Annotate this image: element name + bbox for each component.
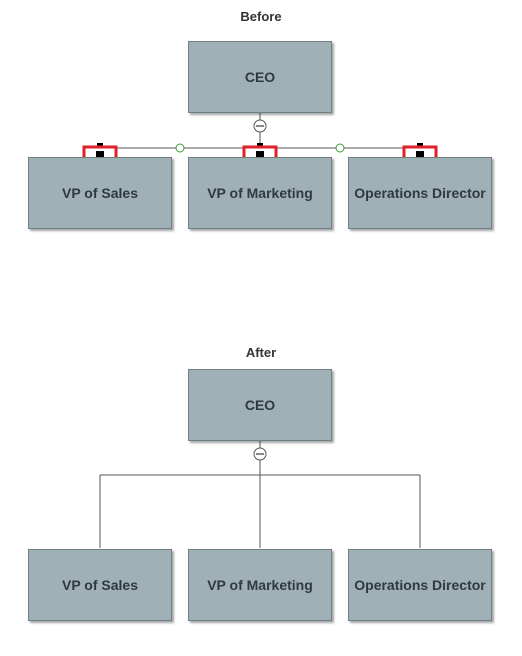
- after-connectors: [99, 441, 421, 548]
- after-node-vp-marketing[interactable]: VP of Marketing: [188, 549, 332, 621]
- before-green-handle-left: [175, 143, 185, 153]
- after-node-vp-sales[interactable]: VP of Sales: [28, 549, 172, 621]
- before-title: Before: [240, 9, 282, 24]
- after-title: After: [245, 345, 277, 360]
- before-node-vp-marketing[interactable]: VP of Marketing: [188, 157, 332, 229]
- before-node-vp-sales[interactable]: VP of Sales: [28, 157, 172, 229]
- after-node-operations-director[interactable]: Operations Director: [348, 549, 492, 621]
- before-green-handle-right: [335, 143, 345, 153]
- before-node-ceo[interactable]: CEO: [188, 41, 332, 113]
- after-node-ceo[interactable]: CEO: [188, 369, 332, 441]
- before-node-operations-director[interactable]: Operations Director: [348, 157, 492, 229]
